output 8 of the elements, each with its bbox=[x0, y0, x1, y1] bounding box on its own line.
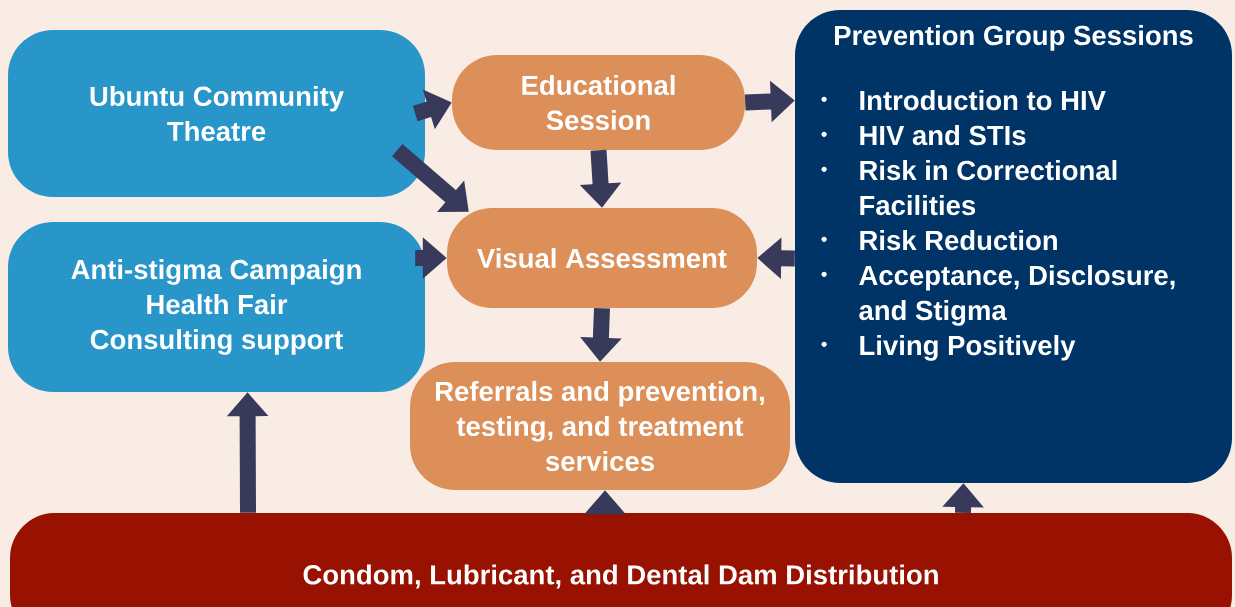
rounded-box: Visual Assessment bbox=[447, 208, 757, 308]
rounded-box: Educational Session bbox=[452, 55, 745, 150]
rounded-box: Condom, Lubricant, and Dental Dam Distribution bbox=[10, 513, 1232, 607]
rounded-box: Ubuntu Community Theatre bbox=[8, 30, 425, 197]
arrow bbox=[392, 144, 469, 212]
rounded-box: Referrals and prevention, testing, and treatment services bbox=[410, 362, 790, 490]
rounded-box: Prevention Group Sessions Introduction to HIV HIV and STIs Risk in Correctional Facilities Risk Reduction Acceptance, Disclosure, and Stigma Living Positively bbox=[795, 10, 1232, 483]
rounded-box: Anti-stigma Campaign Health Fair Consulting support bbox=[8, 222, 425, 392]
